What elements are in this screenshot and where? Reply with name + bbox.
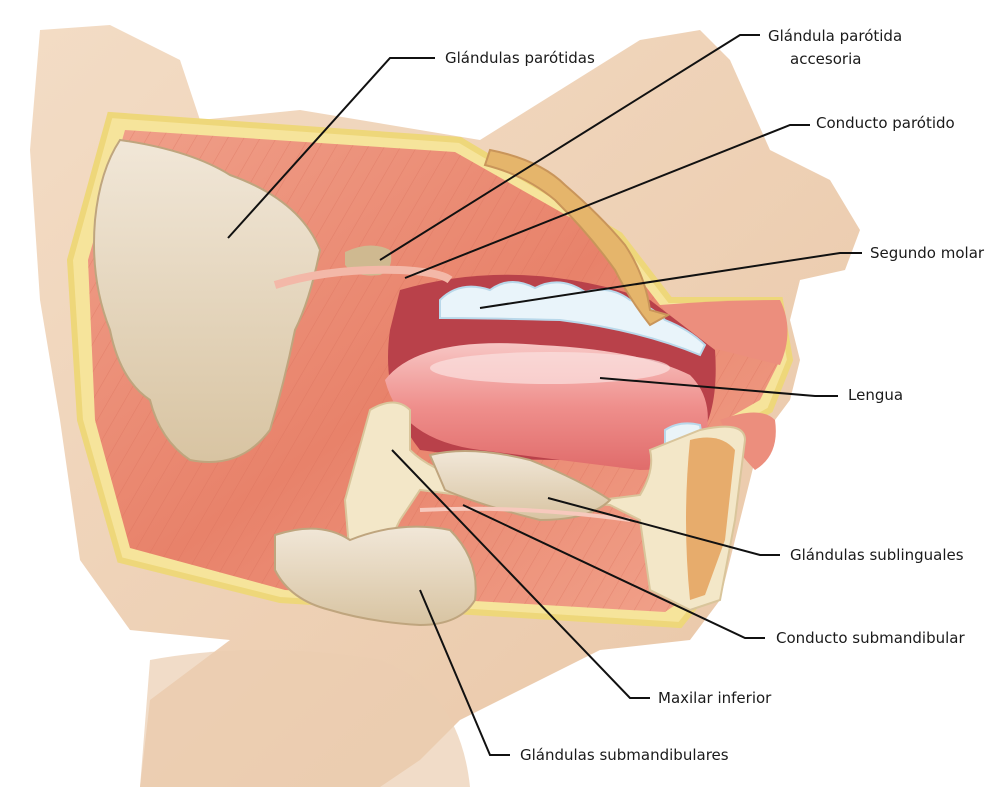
label-accessory-parotid-line1: Glándula parótida [768, 27, 902, 45]
label-sublingual-glands: Glándulas sublinguales [790, 546, 964, 564]
label-parotid-duct: Conducto parótido [816, 114, 955, 132]
label-second-molar: Segundo molar [870, 244, 985, 262]
label-accessory-parotid-line2: accesoria [790, 50, 861, 68]
label-tongue: Lengua [848, 386, 903, 404]
label-mandible: Maxilar inferior [658, 689, 772, 707]
label-parotid-glands: Glándulas parótidas [445, 49, 595, 67]
label-submandibular-duct: Conducto submandibular [776, 629, 965, 647]
label-submandibular-glands: Glándulas submandibulares [520, 746, 729, 764]
